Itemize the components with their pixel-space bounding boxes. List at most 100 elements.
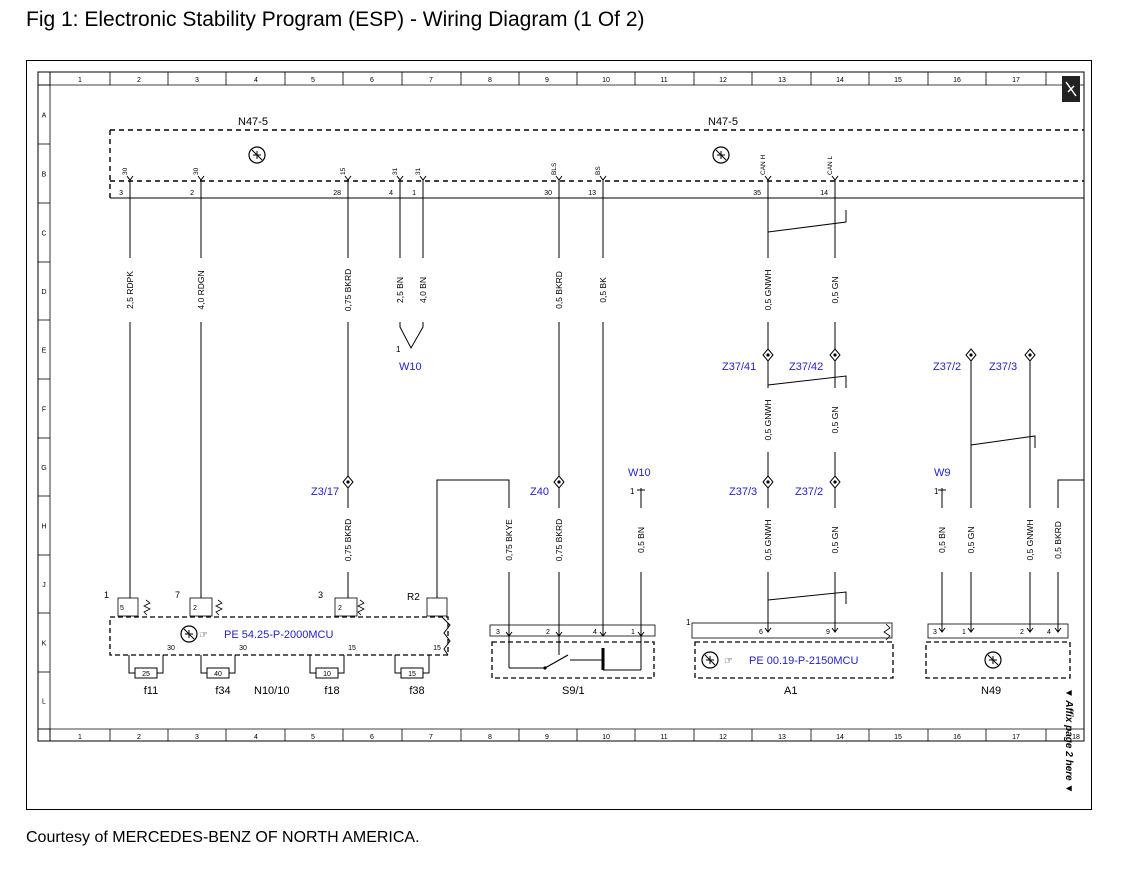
fuse-rating: 40 [214, 671, 222, 678]
column-label: 3 [195, 734, 199, 741]
n47-pin: BLS 30 [544, 162, 563, 198]
svg-text:5: 5 [120, 605, 124, 612]
manual-ref-icon: ☞ [199, 630, 208, 641]
n10-10-module: 5 2 2 1 7 3 ☞ [104, 590, 451, 656]
row-label: B [42, 172, 47, 179]
column-label: 1 [78, 734, 82, 741]
fuse-name: f38 [409, 685, 424, 697]
fuse-rating: 10 [323, 671, 331, 678]
fuse-name: f18 [324, 685, 339, 697]
n47-pin: 311 [412, 167, 427, 198]
pin-number: 2 [190, 190, 194, 197]
pin-terminal: 30 [122, 167, 129, 175]
n47-pin: 31 4 [389, 167, 404, 198]
column-label: 18 [1072, 734, 1080, 741]
s9-1-label: S9/1 [562, 685, 585, 697]
svg-text:1: 1 [962, 629, 966, 636]
column-label: 14 [836, 734, 844, 741]
column-label: 4 [254, 77, 258, 84]
svg-text:9: 9 [826, 629, 830, 636]
svg-text:7: 7 [175, 590, 180, 600]
row-label: F [42, 407, 46, 414]
pin-terminal: BLS [551, 162, 558, 175]
pin-terminal: CAN L [827, 155, 834, 175]
svg-text:4: 4 [593, 629, 597, 636]
row-label: H [41, 524, 46, 531]
column-label: 2 [137, 734, 141, 741]
n47-pin: CAN L14 [820, 155, 839, 198]
column-label: 16 [953, 734, 961, 741]
column-label: 14 [836, 77, 844, 84]
wire-label: 0,5 BN [636, 527, 646, 553]
svg-text:1: 1 [104, 590, 109, 600]
page-title: Fig 1: Electronic Stability Program (ESP… [26, 8, 645, 31]
column-label: 1 [78, 77, 82, 84]
column-label: 13 [778, 734, 786, 741]
column-label: 17 [1012, 77, 1020, 84]
wire-label: 0,5 GN [830, 277, 840, 304]
wire-label: 0,5 GNWH [763, 269, 773, 310]
column-label: 8 [488, 734, 492, 741]
wire-label: 0,5 BK [598, 277, 608, 303]
wire-label: 0,75 BKRD [554, 519, 564, 562]
column-label: 7 [429, 734, 433, 741]
control-unit-icon [248, 146, 266, 164]
column-label: 9 [545, 77, 549, 84]
pin-number: 35 [753, 190, 761, 197]
svg-text:3: 3 [933, 629, 937, 636]
column-label: 17 [1012, 734, 1020, 741]
control-unit-icon [712, 146, 730, 164]
wire-label: 2,5 RDPK [125, 271, 135, 309]
column-label: 16 [953, 77, 961, 84]
row-label: A [42, 113, 47, 120]
fuse-name: f11 [144, 685, 158, 697]
w10-bottom-pin: 1 [630, 487, 635, 496]
wire-label: 0,75 BKRD [343, 269, 353, 312]
wire-label: 4,0 BN [418, 277, 428, 303]
n47-pin: BS 13 [588, 166, 607, 198]
pin-terminal: BS [595, 166, 602, 175]
pin-number: 4 [389, 190, 393, 197]
n47-pin: CAN H 35 [753, 154, 772, 198]
column-label: 10 [602, 734, 610, 741]
w9-pin: 1 [934, 487, 939, 496]
wire-label: 0,5 BKRD [1053, 521, 1063, 559]
svg-text:1: 1 [686, 618, 691, 627]
pin-terminal: 31 [392, 167, 399, 175]
z40-label: Z40 [530, 486, 549, 498]
n49-label: N49 [981, 685, 1001, 697]
w10-bottom-label: W10 [628, 467, 651, 479]
pin-number: 30 [544, 190, 552, 197]
z3-17-label: Z3/17 [311, 486, 339, 498]
fuse-name: f34 [215, 685, 230, 697]
wire-label: 0,5 BKRD [554, 271, 564, 309]
column-label: 12 [719, 734, 727, 741]
pin-number: 28 [333, 190, 341, 197]
z37-2-top-label: Z37/2 [933, 361, 961, 373]
svg-text:3: 3 [318, 590, 323, 600]
column-label: 2 [137, 77, 141, 84]
r2-label: R2 [407, 592, 420, 603]
row-label: L [42, 699, 46, 706]
fuse-rating: 15 [408, 671, 416, 678]
row-label: K [42, 641, 47, 648]
w9-label: W9 [934, 467, 951, 479]
n47-pin: 303 [119, 167, 134, 198]
w10-pin-num: 1 [396, 345, 401, 354]
n49-module: 3 1 2 4 [925, 623, 1071, 679]
svg-text:2: 2 [1020, 629, 1024, 636]
z37-3-label: Z37/3 [729, 486, 757, 498]
courtesy-note: Courtesy of MERCEDES-BENZ OF NORTH AMERI… [26, 829, 420, 846]
n47-pin: 302 [190, 167, 205, 198]
svg-text:2: 2 [338, 605, 342, 612]
pin-terminal: CAN H [760, 154, 767, 175]
z37-2-label: Z37/2 [795, 486, 823, 498]
n10-ref-label: PE 54.25-P-2000MCU [224, 629, 333, 641]
pin-number: 13 [588, 190, 596, 197]
column-label: 12 [719, 77, 727, 84]
